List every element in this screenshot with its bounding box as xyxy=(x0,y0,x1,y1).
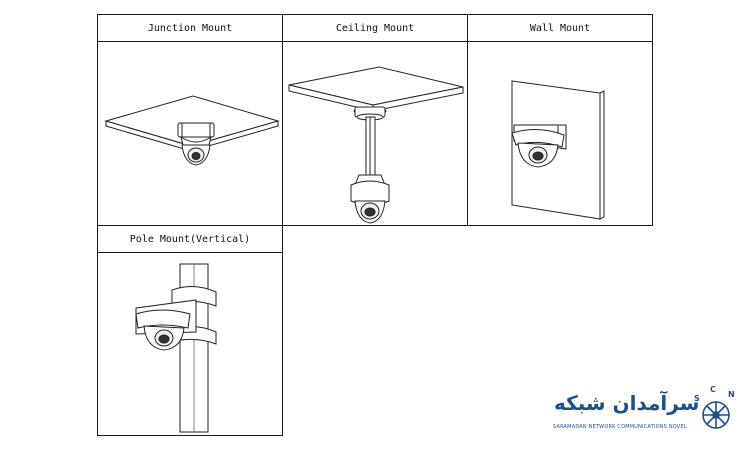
globe-network-icon: S C N xyxy=(694,385,735,429)
ceiling-mount-cell: Ceiling Mount xyxy=(282,14,468,226)
pole-mount-illustration xyxy=(135,263,217,433)
mount-label: Ceiling Mount xyxy=(283,15,467,42)
pole-mount-cell: Pole Mount(Vertical) xyxy=(97,225,283,436)
emblem-letter: C xyxy=(710,385,716,394)
brand-name-en: SARAMADAN NETWORK COMMUNICATIONS NOVEL xyxy=(553,424,687,430)
wall-mount-illustration xyxy=(511,80,605,220)
mount-options-grid: Junction Mount Ceiling Mount xyxy=(97,14,653,436)
ceiling-mount-illustration xyxy=(288,66,464,224)
mount-label: Junction Mount xyxy=(98,15,282,42)
mount-label: Wall Mount xyxy=(468,15,652,42)
emblem-letter: S xyxy=(694,394,700,403)
mount-label: Pole Mount(Vertical) xyxy=(98,226,282,253)
junction-mount-illustration xyxy=(104,95,280,166)
junction-mount-cell: Junction Mount xyxy=(97,14,283,226)
brand-name-fa: سرآمدان شبکه xyxy=(554,391,700,415)
wall-mount-cell: Wall Mount xyxy=(467,14,653,226)
brand-logo: سرآمدان شبکه SARAMADAN NETWORK COMMUNICA… xyxy=(548,383,748,443)
emblem-letter: N xyxy=(728,390,735,399)
